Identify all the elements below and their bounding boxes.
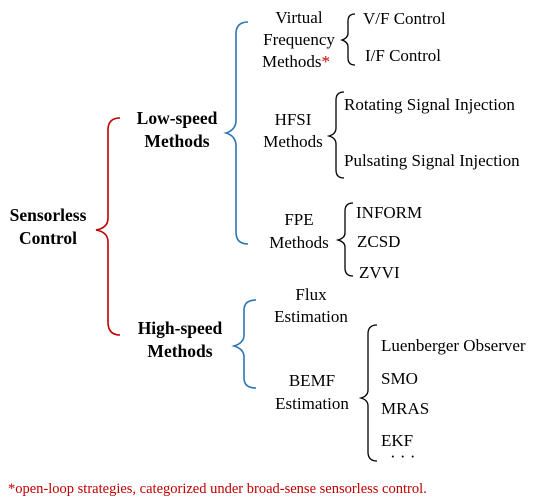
bemf-label-line2: Estimation xyxy=(275,394,349,413)
hfsi-label-line1: HFSI xyxy=(275,110,312,129)
root-bracket xyxy=(95,117,121,336)
hfsi-label-line2: Methods xyxy=(263,132,323,151)
footnote: *open-loop strategies, categorized under… xyxy=(8,481,427,497)
vf-item-1: V/F Control xyxy=(363,9,446,28)
virtual-frequency-node: Virtual Frequency Methods* xyxy=(262,8,335,71)
root-label-line2: Control xyxy=(19,228,77,248)
root-node: Sensorless Control xyxy=(10,205,87,248)
fpe-item-2: ZCSD xyxy=(357,232,400,251)
low-speed-label-line2: Methods xyxy=(144,131,209,151)
hfsi-bracket xyxy=(326,91,345,179)
bemf-label-line1: BEMF xyxy=(289,371,335,390)
flux-label-line1: Flux xyxy=(295,285,327,304)
bemf-item-4: EKF xyxy=(381,431,413,450)
hfsi-item-1: Rotating Signal Injection xyxy=(344,95,515,114)
high-speed-bracket xyxy=(231,299,257,389)
low-speed-label-line1: Low-speed xyxy=(137,108,218,128)
high-speed-node: High-speed Methods xyxy=(138,318,223,361)
hfsi-node: HFSI Methods xyxy=(263,110,323,151)
vf-item-2: I/F Control xyxy=(365,46,441,65)
vf-label-methods: Methods xyxy=(262,52,322,71)
fpe-bracket xyxy=(335,202,354,277)
vf-asterisk: * xyxy=(322,52,331,71)
flux-estimation-node: Flux Estimation xyxy=(274,285,348,326)
bemf-bracket xyxy=(358,324,378,462)
root-label-line1: Sensorless xyxy=(10,205,87,225)
vf-bracket xyxy=(339,13,356,66)
fpe-node: FPE Methods xyxy=(269,210,329,252)
high-speed-label-line1: High-speed xyxy=(138,318,223,338)
bemf-ellipsis: · · · xyxy=(390,447,415,466)
low-speed-bracket xyxy=(223,21,249,245)
fpe-label-line1: FPE xyxy=(284,210,313,229)
vf-label-line1: Virtual xyxy=(275,8,322,27)
hfsi-item-2: Pulsating Signal Injection xyxy=(344,151,520,170)
bemf-item-2: SMO xyxy=(381,369,418,388)
vf-label-line3: Methods* xyxy=(262,52,330,71)
high-speed-label-line2: Methods xyxy=(147,341,212,361)
vf-label-line2: Frequency xyxy=(263,30,335,49)
bemf-item-1: Luenberger Observer xyxy=(381,336,526,355)
low-speed-node: Low-speed Methods xyxy=(137,108,218,151)
fpe-item-1: INFORM xyxy=(356,203,422,222)
bemf-estimation-node: BEMF Estimation xyxy=(275,371,349,413)
fpe-label-line2: Methods xyxy=(269,233,329,252)
fpe-item-3: ZVVI xyxy=(359,263,400,282)
bemf-item-3: MRAS xyxy=(381,399,429,418)
flux-label-line2: Estimation xyxy=(274,307,348,326)
